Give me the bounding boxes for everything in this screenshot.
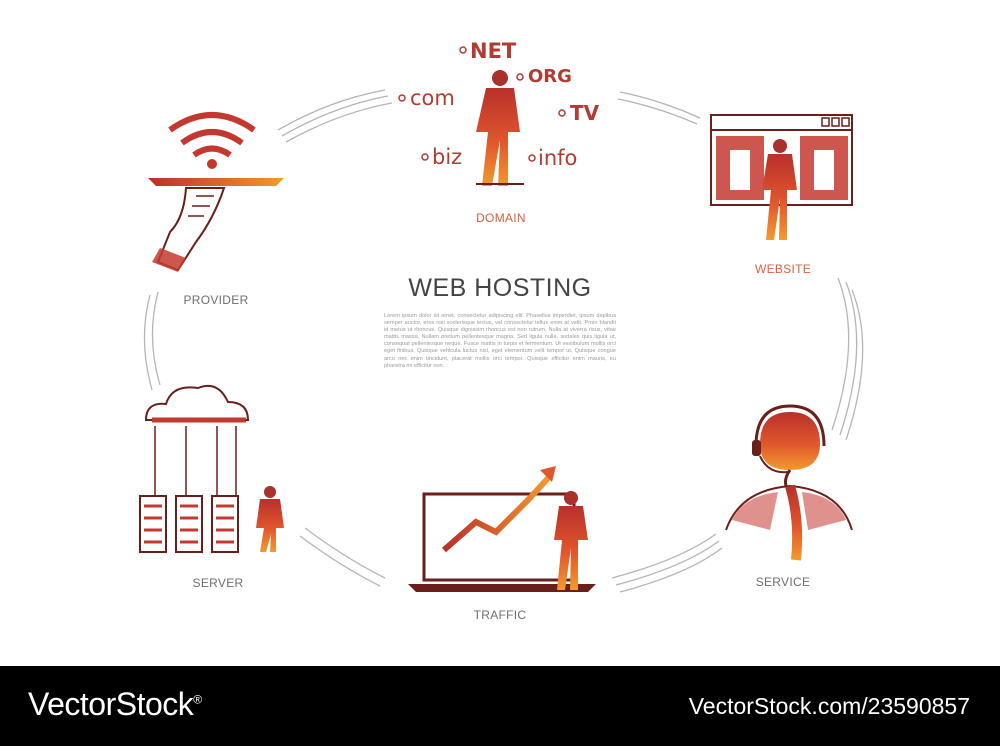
arc-service-traffic [611,533,717,579]
label-domain: DOMAIN [476,211,526,225]
domain-tag-bullets [398,46,566,162]
laptop-screen [422,492,576,582]
agent-braid [785,484,803,561]
label-website: WEBSITE [754,262,812,276]
laptop-base [408,584,596,592]
diagram-body-text: Lorem ipsum dolor sit amet, consectetur … [384,313,616,369]
website-illustration [710,114,853,240]
growth-arrow [442,473,553,553]
registered-mark: ® [193,692,202,707]
agent-hair [760,412,820,470]
domain-person-figure [476,70,524,186]
connector-arcs [143,89,864,593]
watermark-brand: VectorStock® [28,686,202,723]
server-rack [139,495,167,553]
traffic-illustration [408,466,596,592]
service-illustration [725,404,853,561]
arc-server-provider [143,294,153,391]
arc-domain-website [619,91,701,119]
watermark-url: VectorStock.com/23590857 [688,693,970,719]
label-server: SERVER [192,576,244,590]
headset-icon [754,404,826,447]
arc-traffic-server [304,527,386,579]
wifi-icon [168,112,256,133]
watermark-brand-name: VectorStock [28,686,194,722]
diagram-title: WEB HOSTING [408,274,592,302]
domain-tag-info: info [538,146,578,170]
cloud-icon [144,384,250,421]
domain-tag-org: ORG [528,66,572,87]
web-hosting-diagram [139,46,864,593]
provider-illustration [148,112,284,272]
domain-tag-net: NET [470,39,517,63]
label-provider: PROVIDER [183,293,249,307]
label-service: SERVICE [755,575,811,589]
watermark-footer: VectorStock® VectorStock.com/23590857 [0,666,1000,746]
domain-tag-biz: biz [432,145,463,169]
arc-website-service [831,277,850,431]
serving-tray [148,178,284,186]
domain-tag-tv: TV [570,101,600,125]
arc-provider-domain [277,89,386,131]
domain-tag-com: com [410,86,455,110]
server-illustration [139,384,284,553]
label-traffic: TRAFFIC [473,608,527,622]
